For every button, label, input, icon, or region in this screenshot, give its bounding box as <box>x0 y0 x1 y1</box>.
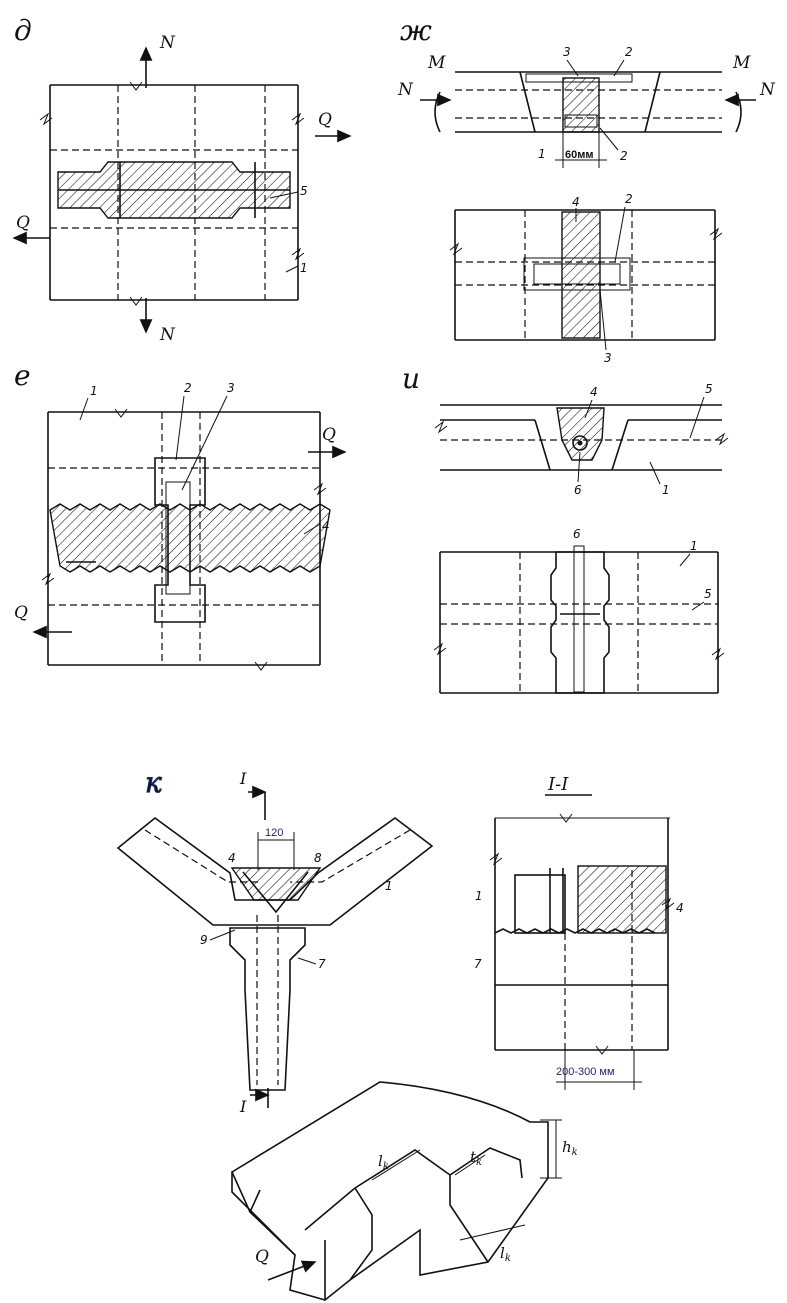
callout-5: 5 <box>300 184 308 198</box>
e-callout-2: 2 <box>184 381 192 395</box>
e-callout-3: 3 <box>227 381 235 395</box>
force-m-right: M <box>732 53 751 73</box>
panel-zh-letter: ж <box>400 14 432 47</box>
key-lk-bottom: lk <box>500 1244 511 1264</box>
i-callout-5b: 5 <box>704 587 712 601</box>
e-callout-1: 1 <box>90 384 98 398</box>
force-n-left: N <box>397 80 414 100</box>
panel-e: е Q Q 1 2 3 4 <box>14 359 347 671</box>
section-title: I-I <box>547 774 569 795</box>
callout-1: 1 <box>300 261 308 275</box>
i-callout-1b: 1 <box>690 539 698 553</box>
key-lk-top: lk <box>378 1152 389 1172</box>
section-callout-7: 7 <box>474 957 482 971</box>
panel-k: к I 120 I 4 8 1 9 7 <box>116 766 434 1116</box>
k-callout-8: 8 <box>314 851 322 865</box>
key-force-q: Q <box>255 1247 269 1267</box>
panel-d-letter: д <box>14 14 32 47</box>
panel-e-letter: е <box>14 359 31 392</box>
zh-callout-2a: 2 <box>625 45 633 59</box>
force-n-bottom: N <box>159 325 176 345</box>
force-q-right: Q <box>318 110 332 130</box>
section-i-i: I-I 200-300 мм 1 4 7 <box>474 774 684 1090</box>
k-dimension-120: 120 <box>265 827 283 839</box>
i-callout-6: 6 <box>574 483 582 497</box>
section-dimension: 200-300 мм <box>556 1066 615 1078</box>
zh-dimension-60mm: 60мм <box>565 149 594 161</box>
k-callout-9: 9 <box>200 933 208 947</box>
k-callout-1: 1 <box>385 879 393 893</box>
force-q-left: Q <box>16 213 30 233</box>
panel-d: д N N Q Q 5 1 <box>12 14 352 345</box>
i-callout-5: 5 <box>705 382 713 396</box>
e-callout-4: 4 <box>322 519 330 533</box>
zh-callout-3: 3 <box>563 45 571 59</box>
section-callout-1: 1 <box>475 889 483 903</box>
force-m-left: M <box>427 53 446 73</box>
k-callout-7: 7 <box>318 957 326 971</box>
k-callout-4: 4 <box>228 851 236 865</box>
force-n-right: N <box>759 80 776 100</box>
i-callout-4: 4 <box>590 385 598 399</box>
key-tk: tk <box>470 1148 482 1168</box>
zh-callout-3b: 3 <box>604 351 612 365</box>
panel-k-letter: к <box>145 766 162 799</box>
i-callout-1: 1 <box>662 483 670 497</box>
panel-i-letter: и <box>402 362 420 395</box>
key-isometric: lk tk hk lk Q <box>230 1081 578 1301</box>
panel-i: и 4 5 6 1 6 1 <box>402 362 729 694</box>
zh-callout-4: 4 <box>572 195 580 209</box>
k-section-mark-top: I <box>239 769 247 788</box>
section-callout-4: 4 <box>676 901 684 915</box>
zh-callout-2b: 2 <box>620 149 628 163</box>
e-force-q-left: Q <box>14 603 28 623</box>
panel-zh: ж M M N N 60мм 3 2 1 2 <box>397 14 776 365</box>
i-callout-6b: 6 <box>573 527 581 541</box>
force-n-top: N <box>159 33 176 53</box>
k-section-mark-bottom: I <box>239 1097 247 1116</box>
key-hk: hk <box>562 1138 578 1158</box>
zh-callout-2c: 2 <box>625 192 633 206</box>
zh-callout-1: 1 <box>538 147 546 161</box>
e-force-q-right: Q <box>322 425 336 445</box>
